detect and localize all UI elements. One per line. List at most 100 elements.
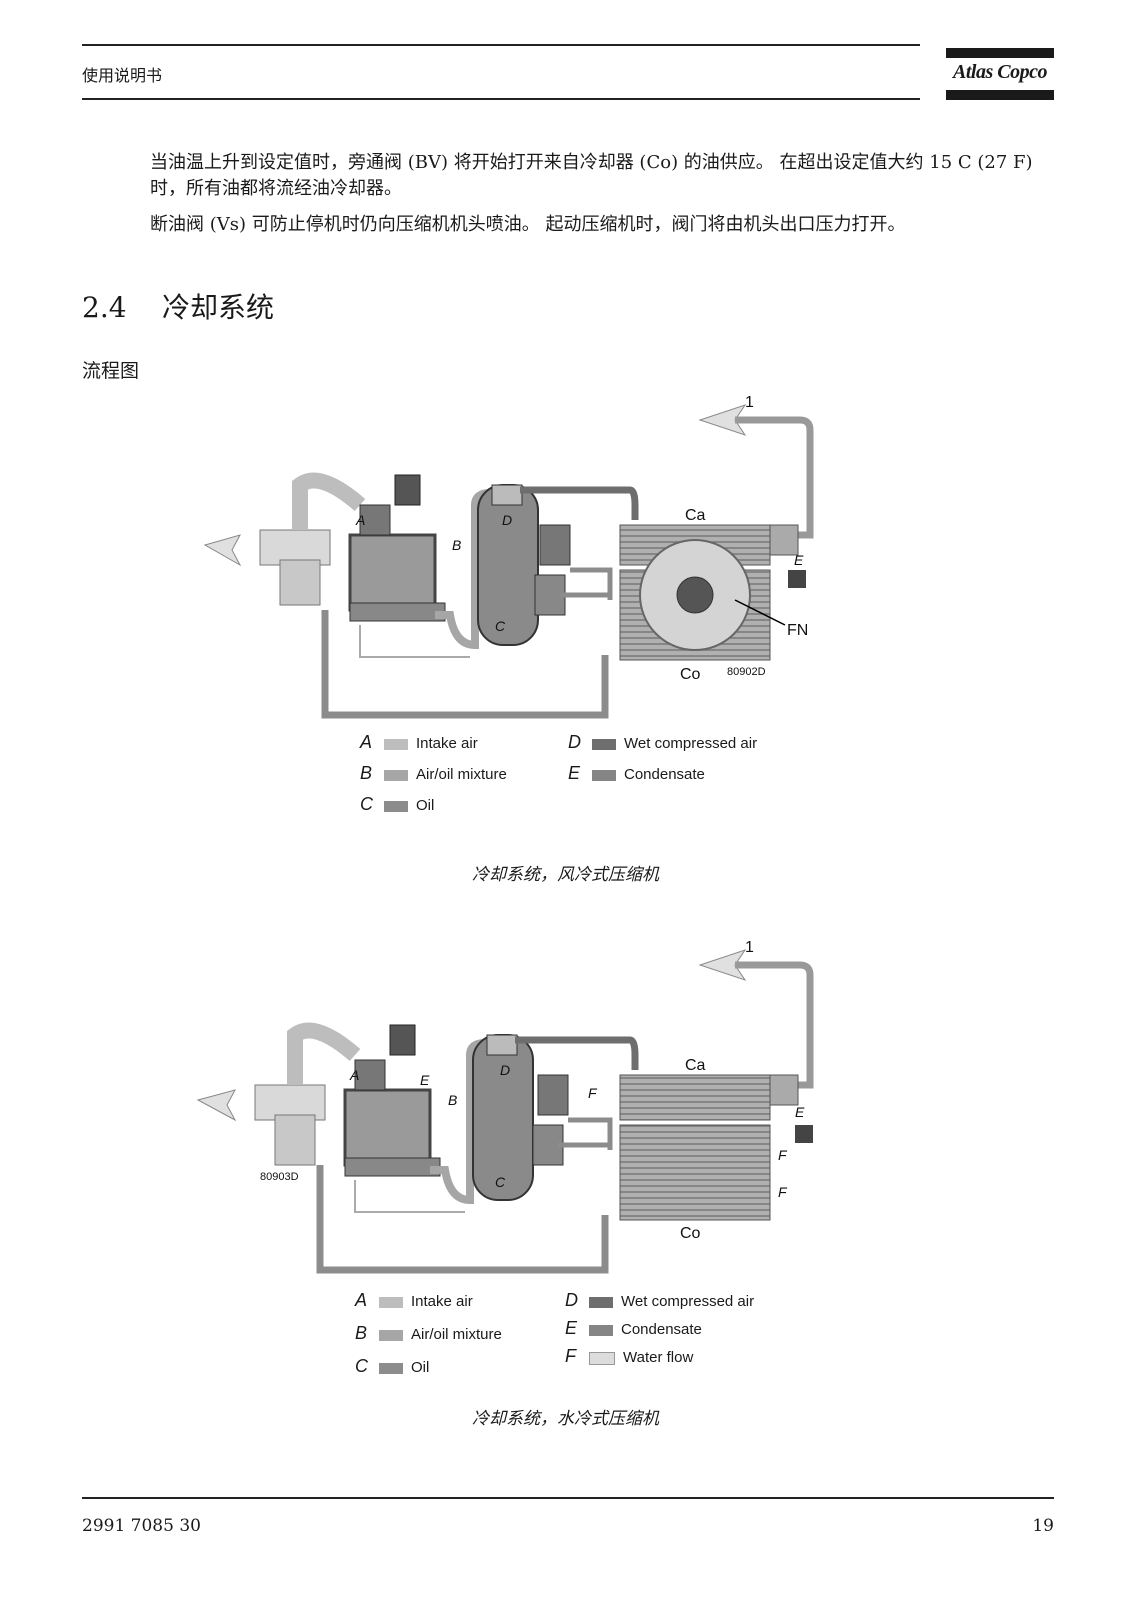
water-separator: [769, 1074, 799, 1106]
water-separator: [769, 524, 799, 556]
solenoid-valve: [389, 1024, 416, 1056]
paragraph-bypass-valve: 当油温上升到设定值时，旁通阀 (BV) 将开始打开来自冷却器 (Co) 的油供应…: [150, 152, 1033, 199]
air-filter-body: [279, 559, 321, 606]
oil-manifold: [344, 1157, 441, 1177]
label-d: D: [502, 512, 512, 528]
figure1-caption: 冷却系统，风冷式压缩机: [472, 865, 659, 885]
drain-valve: [788, 570, 806, 588]
fan-leader-line: [734, 599, 786, 626]
legend-swatch: [384, 738, 408, 750]
label-b: B: [452, 537, 461, 553]
document-number: 2991 7085 30: [82, 1516, 201, 1536]
label-e: E: [795, 1104, 805, 1120]
figure2-caption: 冷却系统，水冷式压缩机: [472, 1409, 659, 1429]
air-cooler: [619, 1074, 771, 1121]
outlet-pipe: [735, 416, 814, 539]
oil-cooler: [619, 1124, 771, 1221]
label-co: Co: [680, 666, 701, 683]
oil-separator-vessel: [477, 484, 539, 646]
legend-swatch: [379, 1362, 403, 1374]
intake-pipe: [287, 1022, 361, 1085]
label-f-mid: F: [778, 1147, 788, 1163]
flow-diagram-air-cooled: 1 A B D C Ca Co FN E 80902D: [203, 395, 814, 719]
air-oil-pipe: [430, 1039, 486, 1205]
oil-cooler-lines: [560, 567, 613, 600]
label-e-upper: E: [420, 1072, 430, 1088]
legend-swatch: [384, 769, 408, 781]
label-co: Co: [680, 1225, 701, 1242]
unloader-valve: [359, 504, 391, 536]
separator-cap: [491, 484, 523, 506]
oil-return-pipe: [316, 1165, 609, 1274]
label-ca: Ca: [685, 1057, 706, 1074]
header-title: 使用说明书: [82, 66, 163, 85]
section-number: 2.4: [82, 291, 127, 324]
legend-swatch: [592, 769, 616, 781]
air-oil-pipe: [435, 489, 491, 650]
minimum-pressure-valve: [539, 524, 571, 566]
flow-diagram-water-cooled: 1 80903D A E B D C Ca Co E F F F: [196, 939, 814, 1274]
oil-line-thin: [354, 1180, 465, 1213]
figure-code: 80902D: [727, 666, 766, 678]
footer-rule: [82, 1497, 1054, 1499]
legend-swatch: [592, 738, 616, 750]
air-filter-inlet: [259, 529, 331, 566]
fan-hub-icon: [676, 576, 714, 614]
figure-code: 80903D: [260, 1171, 299, 1183]
compressor-element: [343, 1088, 432, 1167]
label-outlet: 1: [745, 939, 754, 956]
intake-arrow-icon: [196, 1089, 237, 1122]
label-ca: Ca: [685, 507, 706, 524]
label-e: E: [794, 552, 804, 568]
intake-arrow-icon: [203, 534, 242, 567]
label-c: C: [495, 618, 506, 634]
label-f-out: F: [778, 1184, 788, 1200]
legend-swatch: [589, 1351, 615, 1365]
section-title: 冷却系统: [162, 291, 275, 324]
legend-swatch: [384, 800, 408, 812]
intake-pipe: [292, 472, 366, 530]
drain-valve: [795, 1125, 813, 1143]
page-number: 19: [1032, 1516, 1054, 1536]
header-rule-top: [82, 44, 920, 46]
separator-cap: [486, 1034, 518, 1056]
minimum-pressure-valve: [537, 1074, 569, 1116]
label-fn: FN: [787, 622, 808, 639]
outlet-pipe: [735, 961, 814, 1089]
label-outlet: 1: [745, 395, 754, 411]
label-a: A: [349, 1067, 359, 1083]
brand-logo-text: Atlas Copco: [953, 61, 1047, 83]
section-heading: 2.4 冷却系统: [82, 286, 274, 326]
legend-swatch: [589, 1296, 613, 1308]
brand-logo: Atlas Copco: [946, 48, 1054, 100]
unloader-valve: [354, 1059, 386, 1091]
legend-swatch: [379, 1329, 403, 1341]
air-filter-body: [274, 1114, 316, 1166]
legend-swatch: [379, 1296, 403, 1308]
label-d: D: [500, 1062, 510, 1078]
label-b: B: [448, 1092, 457, 1108]
label-c: C: [495, 1174, 506, 1190]
oil-line-thin: [359, 625, 470, 658]
oil-cooler-lines: [558, 1117, 613, 1150]
solenoid-valve: [394, 474, 421, 506]
paragraph-oil-stop-valve: 断油阀 (Vs) 可防止停机时仍向压缩机机头喷油。 起动压缩机时，阀门将由机头出…: [150, 214, 906, 235]
wet-air-pipe: [520, 486, 639, 520]
oil-return-pipe: [321, 610, 609, 719]
label-f-in: F: [588, 1085, 598, 1101]
wet-air-pipe: [515, 1036, 639, 1070]
oil-manifold: [349, 602, 446, 622]
